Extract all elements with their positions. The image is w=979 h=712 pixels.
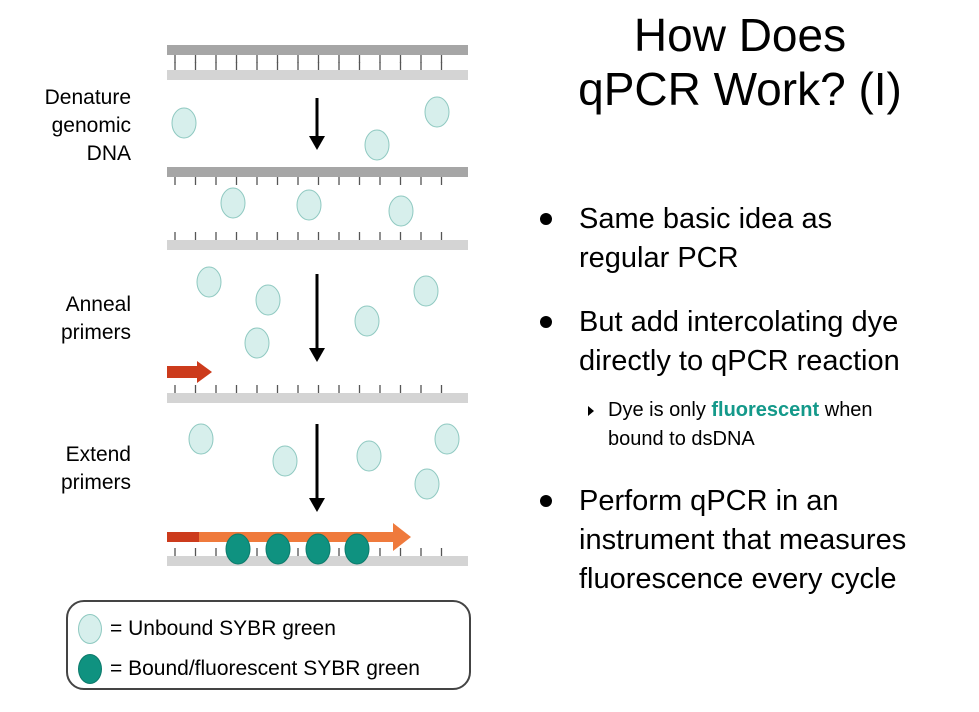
bullet-text: Same basic idea as: [579, 203, 833, 235]
dna-strand-bottom: [167, 393, 468, 403]
unbound-dye-icon: [196, 266, 222, 298]
dna-strand-bottom: [167, 70, 468, 80]
unbound-dye-icon: [356, 440, 382, 472]
triangle-bullet-icon: [588, 406, 594, 416]
unbound-dye-icon: [220, 187, 246, 219]
title-line-1: How Does: [633, 9, 847, 61]
unbound-dye-icon: [171, 107, 197, 139]
unbound-dye-icon: [434, 423, 460, 455]
bullet-text: fluorescence every cycle: [579, 563, 897, 595]
legend-row-bound: = Bound/fluorescent SYBR green: [78, 653, 420, 685]
bullet-item: Same basic idea as regular PCR: [540, 200, 970, 278]
bullet-text: But add intercolating dye: [579, 306, 899, 338]
step-label-line: DNA: [86, 142, 131, 165]
step-label-extend: Extend primers: [61, 441, 131, 497]
bullet-list: Same basic idea as regular PCR But add i…: [540, 200, 970, 624]
bullet-text: regular PCR: [579, 242, 739, 274]
down-arrow-icon: [309, 348, 325, 362]
slide-title: How Does qPCR Work? (I): [540, 8, 940, 116]
legend-box: = Unbound SYBR green = Bound/fluorescent…: [66, 600, 471, 690]
bound-dye-icon: [225, 533, 251, 565]
extension-arrow-icon: [197, 523, 411, 551]
bullet-text: directly to qPCR reaction: [579, 345, 900, 377]
step-label-line: Extend: [65, 443, 131, 466]
dna-strand-bottom: [167, 240, 468, 250]
unbound-dye-icon: [255, 284, 281, 316]
step-label-denature: Denature genomic DNA: [45, 84, 131, 168]
bound-dye-icon: [305, 533, 331, 565]
step-label-line: Denature: [44, 86, 131, 109]
unbound-dye-icon: [413, 275, 439, 307]
bound-dye-icon: [344, 533, 370, 565]
primer-segment: [167, 532, 199, 542]
unbound-dye-icon: [244, 327, 270, 359]
dna-strand-top: [167, 167, 468, 177]
bullet-text: instrument that measures: [579, 524, 907, 556]
down-arrow-icon: [309, 498, 325, 512]
down-arrow-icon: [309, 136, 325, 150]
unbound-dye-icon: [296, 189, 322, 221]
bullet-dot-icon: [540, 213, 552, 225]
step-label-line: Anneal: [65, 293, 131, 316]
unbound-dye-icon: [188, 423, 214, 455]
unbound-dye-icon: [414, 468, 440, 500]
legend-row-unbound: = Unbound SYBR green: [78, 613, 336, 645]
legend-label-bound: = Bound/fluorescent SYBR green: [110, 657, 420, 680]
bullet-dot-icon: [540, 316, 552, 328]
sub-bullet-line-2: bound to dsDNA: [608, 428, 755, 450]
unbound-dye-icon: [424, 96, 450, 128]
bullet-item: But add intercolating dye directly to qP…: [540, 303, 970, 381]
sub-bullet-text: when: [819, 399, 873, 421]
bound-dye-icon: [265, 533, 291, 565]
legend-label-unbound: = Unbound SYBR green: [110, 617, 336, 640]
highlight-fluorescent: fluorescent: [711, 399, 820, 421]
step-label-line: genomic: [51, 114, 131, 137]
bullet-dot-icon: [540, 495, 552, 507]
unbound-dye-icon: [354, 305, 380, 337]
unbound-dye-icon: [78, 614, 102, 644]
unbound-dye-icon: [272, 445, 298, 477]
step-label-line: primers: [60, 471, 131, 494]
unbound-dye-icon: [388, 195, 414, 227]
title-line-2: qPCR Work? (I): [578, 63, 902, 115]
bound-dye-icon: [78, 654, 102, 684]
bullet-item: Perform qPCR in an instrument that measu…: [540, 482, 970, 599]
sub-bullet-text: Dye is only: [608, 399, 712, 421]
primer-arrow-icon: [167, 361, 212, 383]
sub-bullet-line-1: Dye is only fluorescent when: [608, 396, 970, 425]
bullet-text: Perform qPCR in an: [579, 485, 839, 517]
sub-bullet-item: Dye is only fluorescent when bound to ds…: [540, 396, 970, 454]
step-label-anneal: Anneal primers: [61, 291, 131, 347]
dna-strand-top: [167, 45, 468, 55]
step-label-line: primers: [60, 321, 131, 344]
unbound-dye-icon: [364, 129, 390, 161]
